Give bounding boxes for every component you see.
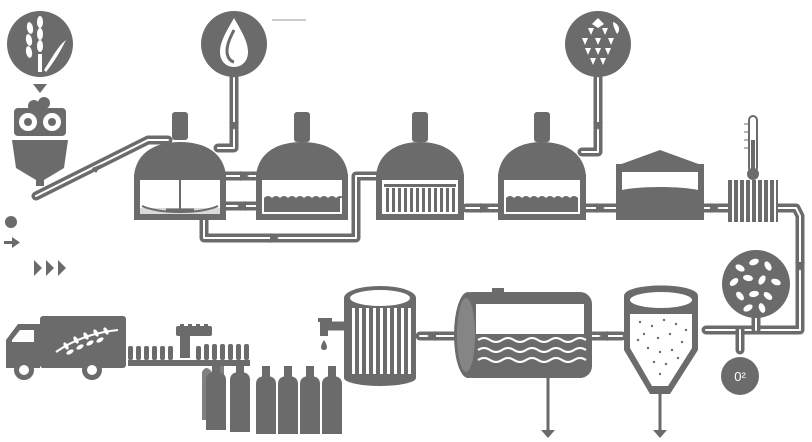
lauter-tun [256,112,348,220]
wheat-icon [7,11,73,93]
oxygen-badge: 0² [721,357,759,395]
hop-cone-icon [565,11,631,77]
filter-tun [376,112,464,220]
mash-tun [134,112,226,220]
dot-icon [5,216,17,228]
arrow-right-icon [4,237,20,248]
fermentation-tank [624,285,698,438]
bottles [202,360,342,434]
filter-drum [344,286,416,386]
delivery-truck [6,316,126,380]
bottling-line [128,324,250,366]
wort-kettle [498,112,586,220]
water-drop-icon [201,11,267,77]
oxygen-label: 0² [734,369,746,384]
grain-mill [12,97,68,186]
flow-arrows [92,122,805,341]
maturation-tank [454,288,592,438]
wort-cooler [728,115,778,222]
whirlpool [616,150,704,220]
legend [4,216,66,276]
yeast-culture [722,250,790,318]
triple-arrow-icon [34,260,66,276]
tap-icon [318,318,340,350]
